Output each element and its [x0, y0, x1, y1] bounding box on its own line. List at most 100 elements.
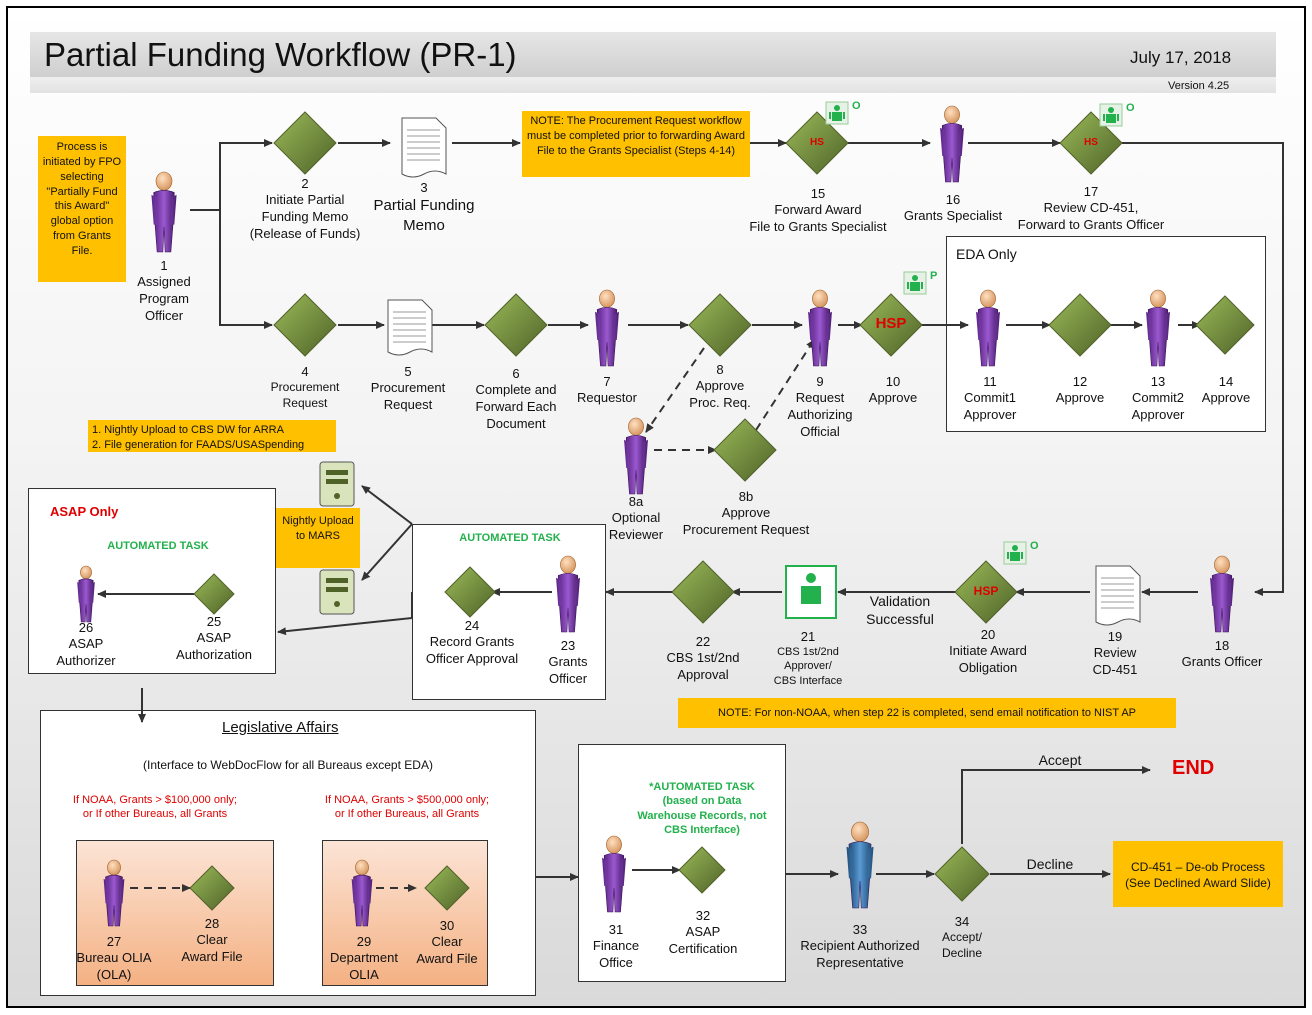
step-label: Clear Award File — [181, 932, 243, 964]
tag-hs-17: HS — [1084, 136, 1098, 148]
flow-8-to-8a — [645, 347, 705, 433]
validation-successful-label: Validation Successful — [866, 593, 934, 627]
step-number: 19 — [1107, 629, 1123, 644]
flow-34-accept — [961, 766, 1151, 844]
badge-20-letter: O — [1030, 540, 1039, 552]
legislative-subtitle: (Interface to WebDocFlow for all Bureaus… — [143, 758, 433, 772]
step-label: ASAP Authorizer — [56, 636, 116, 668]
diamond-14 — [1195, 295, 1255, 355]
diamond-8b — [713, 418, 777, 482]
badge-17-letter: O — [1126, 102, 1135, 114]
step-label: Accept/ Decline — [941, 930, 983, 960]
step-number: 10 — [885, 374, 901, 389]
person-8a-reviewer — [624, 417, 648, 495]
step-label: ASAP Authorization — [176, 630, 252, 662]
shapes — [77, 101, 1255, 927]
server-mars-2 — [319, 569, 355, 615]
step-number: 23 — [560, 638, 576, 653]
step-number: 1 — [160, 258, 168, 273]
person-1-program-officer — [151, 171, 177, 253]
step-number: 20 — [980, 627, 996, 642]
step-label: Review CD-451, Forward to Grants Officer — [1017, 200, 1165, 232]
asap-panel-title: ASAP Only — [50, 504, 119, 519]
procurement-note: NOTE: The Procurement Request workflow m… — [522, 111, 750, 177]
badge-17 — [1099, 103, 1123, 127]
badge-10 — [903, 271, 927, 295]
step-label: Finance Office — [592, 938, 640, 970]
legislative-condition-1: If NOAA, Grants > $100,000 only; or If o… — [72, 794, 238, 821]
diamond-20 — [954, 560, 1018, 624]
nightly-upload-cbs-note: 1. Nightly Upload to CBS DW for ARRA 2. … — [88, 420, 336, 452]
person-18-grants-officer — [1210, 555, 1234, 633]
step-label: Grants Officer — [1181, 654, 1263, 669]
diamond-4 — [273, 293, 337, 357]
step-number: 11 — [983, 374, 997, 389]
person-13-commit2 — [1146, 289, 1170, 367]
step-label: Assigned Program Officer — [137, 274, 191, 323]
step-label: Procurement Request — [370, 380, 446, 412]
step-label: Recipient Authorized Representative — [800, 938, 920, 970]
step-label: Department OLIA — [330, 950, 398, 982]
step-label: Request Authorizing Official — [787, 390, 853, 439]
step-label: CBS 1st/2nd Approver/ CBS Interface — [773, 646, 843, 687]
department-olia-box — [322, 840, 488, 986]
person-9-authorizing — [808, 289, 832, 367]
step-number: 8a — [628, 494, 644, 509]
step-number: 3 — [420, 180, 428, 195]
diamond-28 — [189, 865, 235, 911]
diamond-2 — [273, 111, 337, 175]
step-number: 26 — [78, 620, 94, 635]
step-number: 13 — [1150, 374, 1166, 389]
end-label: END — [1172, 757, 1215, 779]
flow-17-to-18 — [1122, 142, 1284, 596]
step-number: 5 — [404, 364, 412, 379]
title-bar — [30, 32, 1276, 77]
person-11-commit1 — [976, 289, 1000, 367]
diamond-6 — [484, 293, 548, 357]
person-27-bureau-olia — [103, 859, 125, 927]
version-bar — [30, 77, 1276, 93]
step-number: 27 — [106, 934, 122, 949]
step-label: Approve Procurement Request — [682, 505, 810, 537]
workflow-date: July 17, 2018 — [1130, 48, 1232, 67]
step-number: 9 — [816, 374, 824, 389]
step-label: Forward Award File to Grants Specialist — [749, 202, 887, 234]
flow-8b-to-9 — [755, 339, 815, 431]
step-label: Review CD-451 — [1092, 645, 1138, 677]
step-number: 8b — [738, 489, 754, 504]
person-23-grants-officer — [556, 555, 580, 633]
asap-automated-task: AUTOMATED TASK — [107, 540, 209, 552]
step-label: Initiate Award Obligation — [949, 643, 1027, 675]
step-number: 12 — [1072, 374, 1088, 389]
document-5-procurement — [387, 299, 433, 356]
step-number: 30 — [439, 918, 455, 933]
flow-1-to-2 — [190, 139, 273, 211]
accept-label: Accept — [1038, 752, 1082, 768]
step-number: 14 — [1218, 374, 1234, 389]
step-number: 21 — [800, 629, 816, 644]
connectors — [97, 139, 1284, 892]
step-number: 28 — [204, 916, 220, 931]
tag-hsp-10: HSP — [875, 315, 907, 333]
diamond-17 — [1059, 111, 1123, 175]
step-number: 22 — [695, 634, 711, 649]
badge-15 — [825, 101, 849, 125]
step-number: 17 — [1083, 184, 1099, 199]
automated-task-label: AUTOMATED TASK — [459, 532, 561, 544]
step-label: Complete and Forward Each Document — [475, 382, 557, 431]
nightly-upload-mars-note: Nightly Upload to MARS — [276, 508, 360, 568]
tag-hsp-20: HSP — [973, 584, 999, 599]
step-label: Initiate Partial Funding Memo (Release o… — [249, 192, 361, 241]
document-3-memo — [401, 117, 447, 178]
step-number: 18 — [1214, 638, 1230, 653]
step-number: 15 — [810, 186, 826, 201]
asap-panel — [28, 488, 276, 674]
step-label: Approve — [1201, 390, 1251, 405]
person-16-grants-specialist — [940, 105, 964, 183]
step-number: 31 — [608, 922, 624, 937]
step-number: 29 — [356, 934, 372, 949]
step-label: Bureau OLIA (OLA) — [76, 950, 152, 982]
step-number: 24 — [464, 618, 480, 633]
legislative-condition-2: If NOAA, Grants > $500,000 only; or If o… — [324, 794, 490, 821]
